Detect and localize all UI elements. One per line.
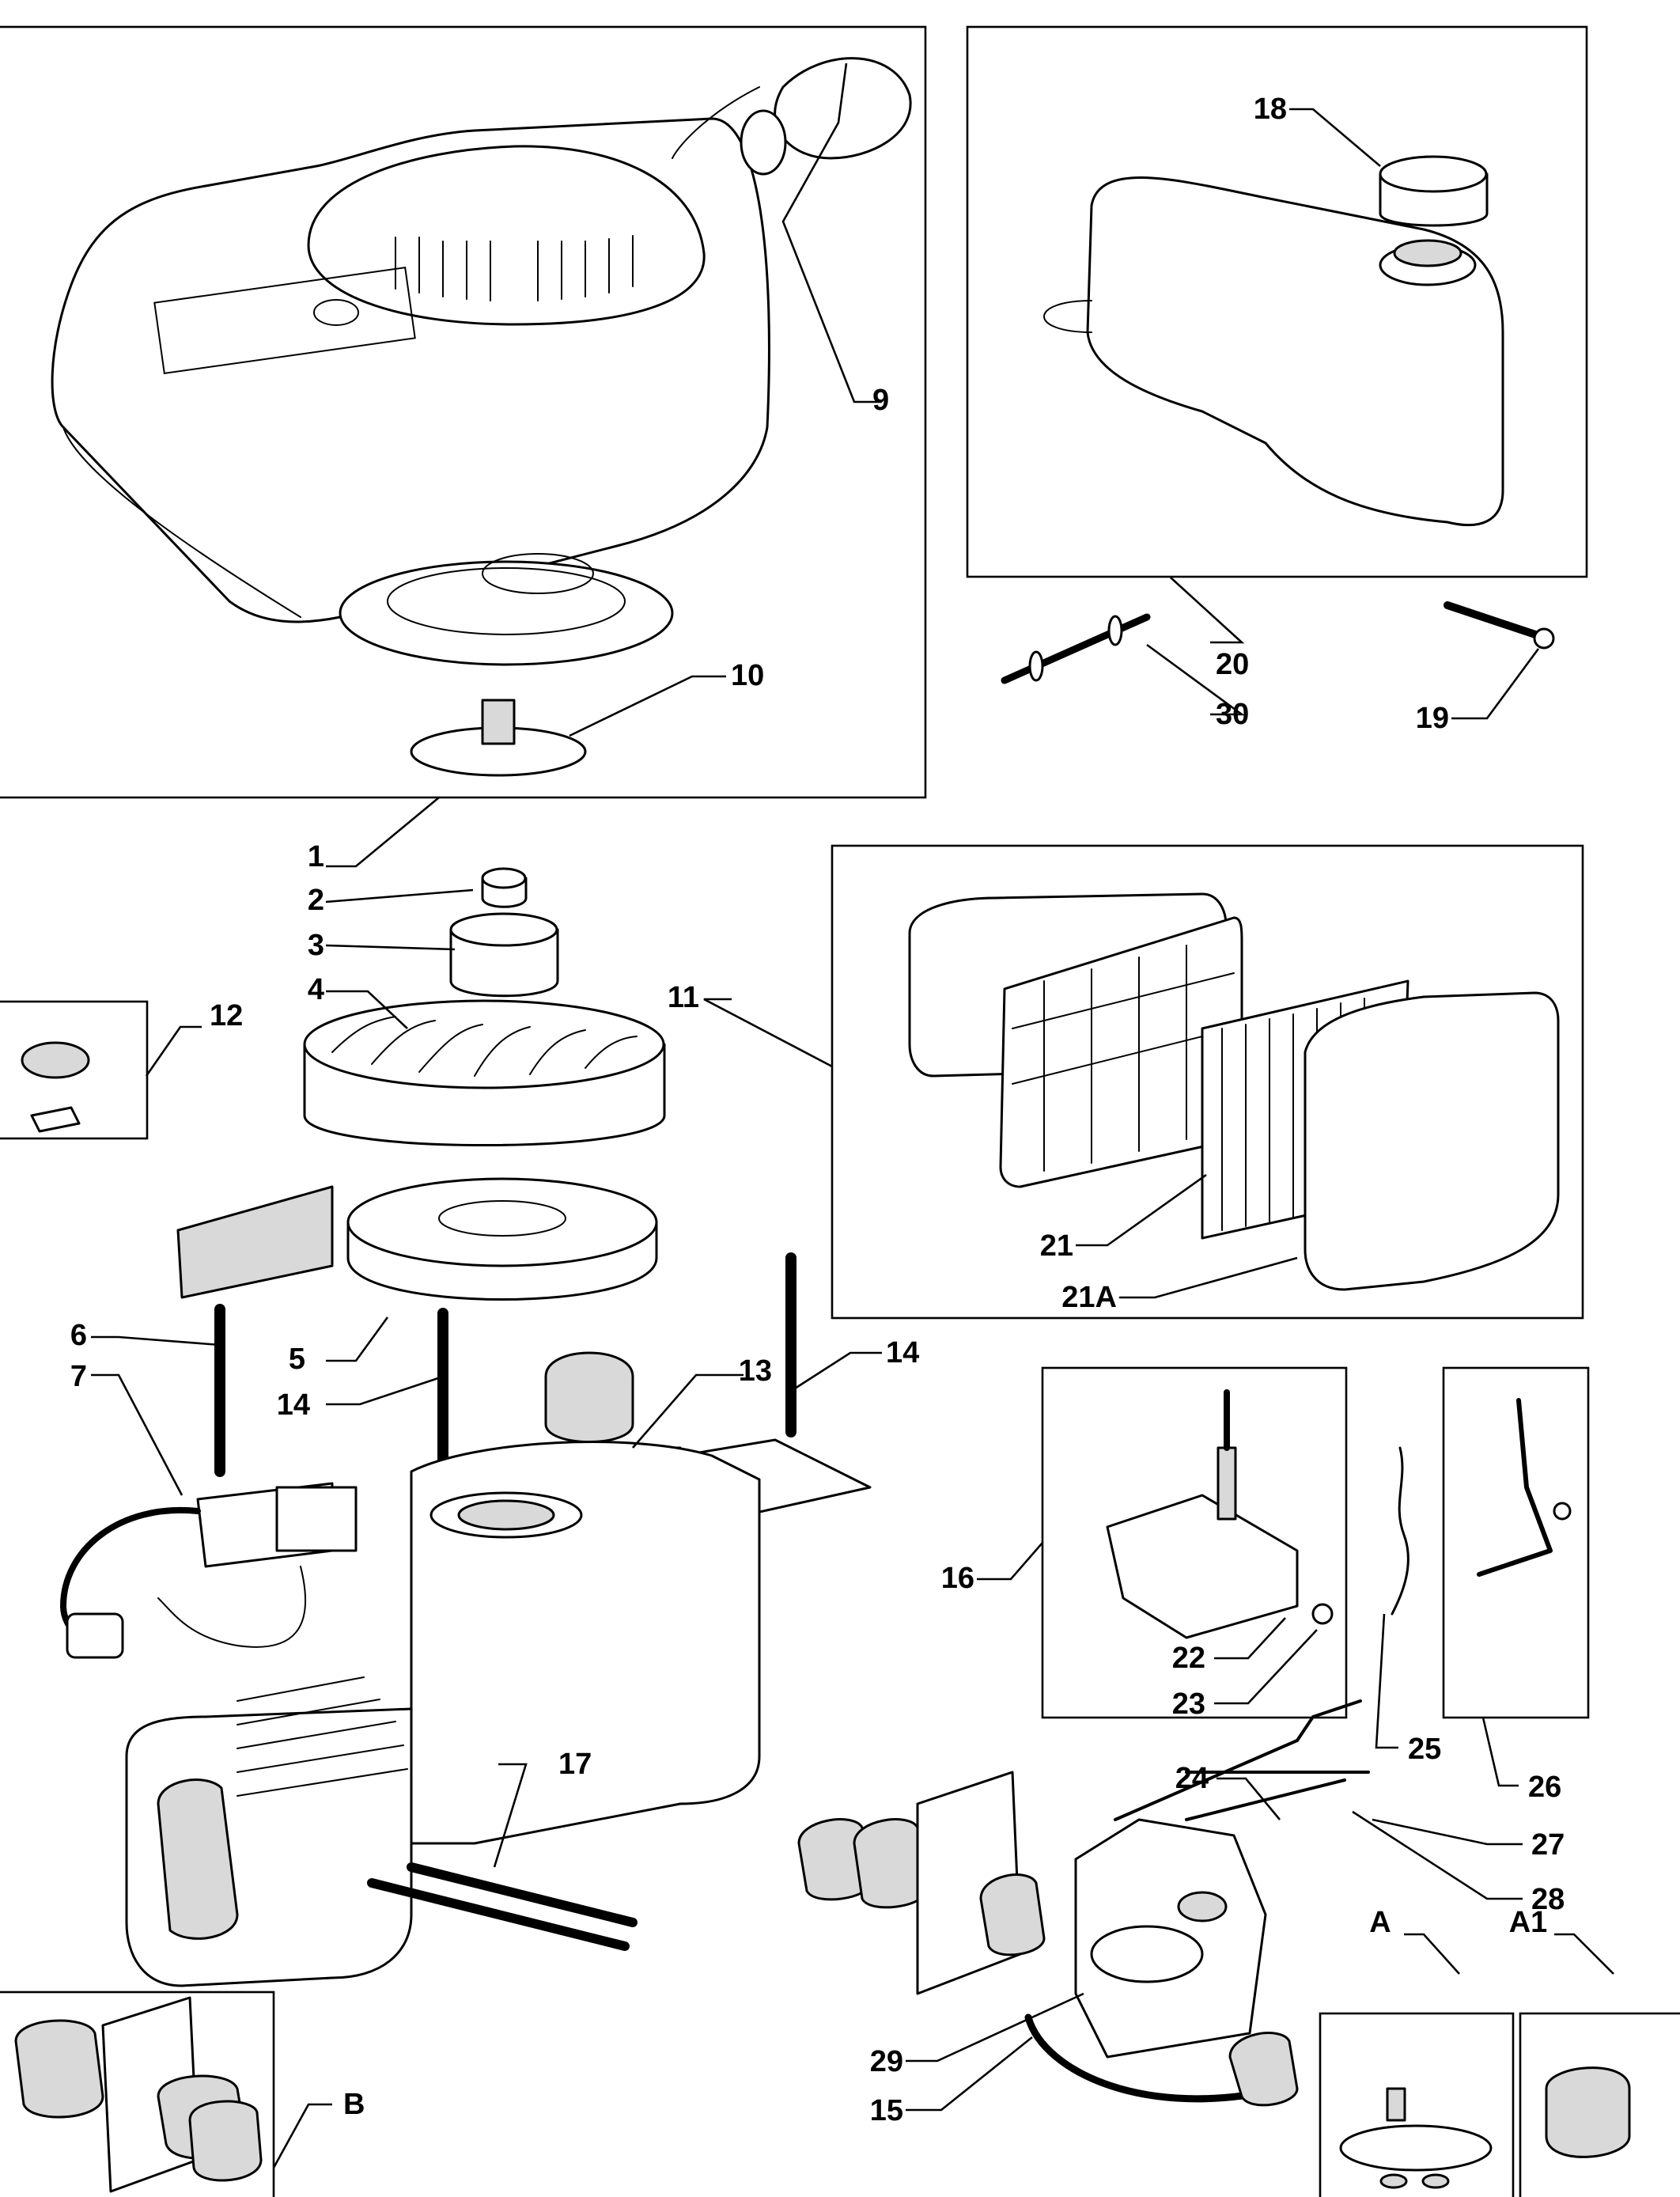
callout-18: 18: [1254, 93, 1287, 126]
callout-15: 15: [870, 2094, 903, 2127]
kit-box-air-filter: [831, 844, 1584, 1320]
callout-19: 19: [1416, 702, 1449, 735]
callout-13: 13: [739, 1354, 772, 1388]
leader-lines: [91, 63, 1614, 2169]
fuel-tank: [1043, 176, 1504, 527]
callout-a1: A1: [1509, 1906, 1548, 1939]
air-filter-cover-part-21a: [1304, 991, 1560, 1291]
callout-1: 1: [308, 840, 324, 873]
callout-21: 21: [1040, 1229, 1073, 1263]
recoil-starter-housing: [51, 117, 770, 623]
kit-box-a1: [1519, 2012, 1680, 2197]
callout-6: 6: [70, 1319, 87, 1352]
governor-link-part-26: [1477, 1398, 1572, 1577]
kit-box-governor-link: [1442, 1366, 1590, 1719]
linkage-part-24: [1114, 1699, 1362, 1821]
flywheel-part-5: [346, 1177, 658, 1301]
kit-box-recoil-starter: [0, 25, 927, 799]
callout-22: 22: [1172, 1642, 1205, 1675]
starter-handle: [672, 57, 912, 176]
callout-27: 27: [1531, 1828, 1565, 1862]
kit-box-fuel-tank: [966, 25, 1588, 578]
ignition-coil-part-7: [59, 1482, 358, 1659]
callout-b: B: [343, 2088, 365, 2121]
callout-14-right: 14: [886, 1336, 919, 1369]
kit-box-gasket-b: [0, 1991, 275, 2197]
callout-12: 12: [210, 999, 243, 1032]
bolt-part-19: [1444, 601, 1555, 650]
callout-23: 23: [1172, 1688, 1205, 1721]
shield-plate: [176, 1185, 334, 1299]
carburetor-bracket-part-16: [1106, 1389, 1334, 1639]
callout-labels: 1 2 3 4 5 6 7 9 10 11 12 13 14 14 15 16 …: [70, 93, 1565, 2127]
callout-4: 4: [308, 973, 324, 1006]
callout-20: 20: [1216, 648, 1249, 681]
starter-pawl-part-10: [410, 699, 587, 777]
stud-part-17: [367, 1862, 638, 1951]
callout-28: 28: [1531, 1883, 1565, 1916]
callout-16: 16: [941, 1562, 974, 1595]
kit-box-a: [1319, 2012, 1515, 2197]
kit-box-ignition-part: [0, 1000, 149, 1140]
callout-10: 10: [731, 659, 764, 692]
nut-part-2: [481, 867, 528, 908]
spring-part-25: [1391, 1446, 1409, 1616]
recoil-pulley: [339, 553, 674, 666]
engine-block: [125, 1441, 761, 1987]
callout-2: 2: [308, 884, 324, 917]
starter-cup-part-3: [449, 912, 559, 998]
kit-a-parts: [1339, 2087, 1493, 2189]
bolt-part-30: [1001, 613, 1151, 684]
fuel-cap: [1379, 155, 1489, 227]
callout-25: 25: [1408, 1733, 1441, 1766]
callout-24: 24: [1175, 1762, 1209, 1795]
ignition-part-12: [21, 1041, 90, 1133]
callout-14-left: 14: [277, 1388, 310, 1422]
callout-29: 29: [870, 2045, 903, 2078]
kit-a1-parts: [1545, 2066, 1631, 2158]
callout-a: A: [1369, 1906, 1391, 1939]
carburetor-part-15: [1024, 1818, 1285, 2103]
callout-21a: 21A: [1061, 1281, 1117, 1314]
callout-3: 3: [308, 929, 324, 962]
kit-b-gaskets: [14, 1996, 263, 2193]
gasket-stack-part-29: [797, 1771, 1299, 2107]
air-filter-housing: [908, 892, 1243, 1188]
callout-5: 5: [289, 1343, 305, 1376]
linkage-part-28: [1185, 1778, 1346, 1821]
fan-part-4: [303, 999, 666, 1146]
callout-9: 9: [872, 384, 889, 417]
callout-11: 11: [668, 981, 699, 1014]
callout-7: 7: [70, 1360, 87, 1393]
callout-26: 26: [1528, 1771, 1561, 1804]
callout-17: 17: [558, 1748, 592, 1781]
callout-30: 30: [1216, 698, 1249, 731]
